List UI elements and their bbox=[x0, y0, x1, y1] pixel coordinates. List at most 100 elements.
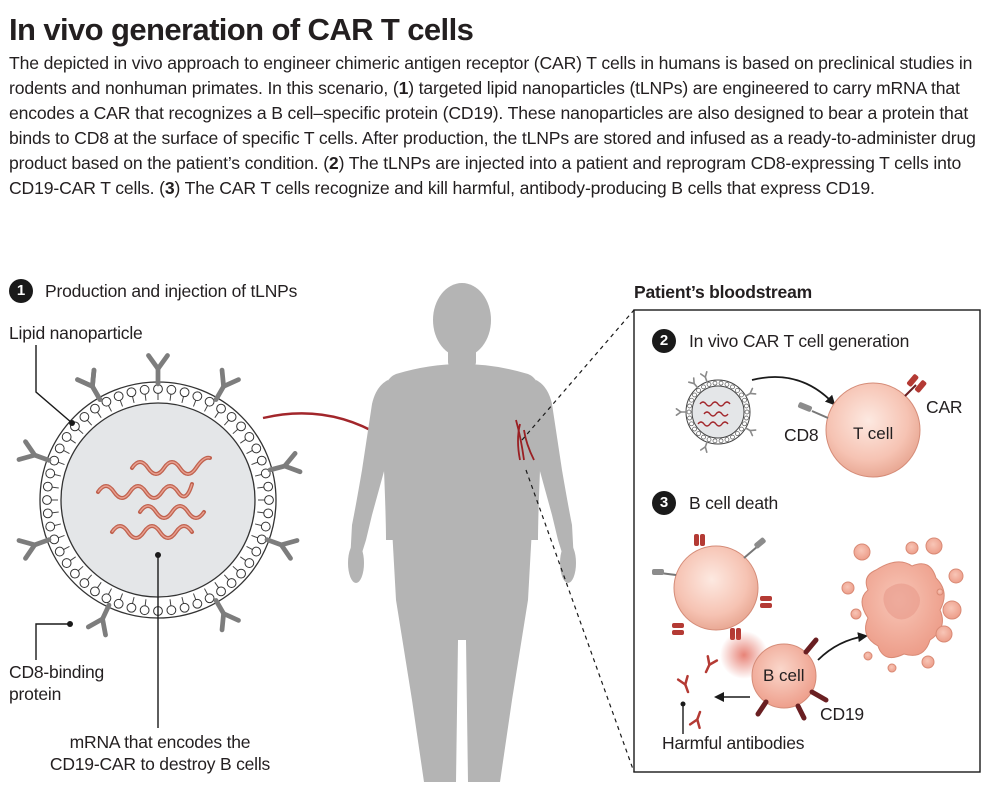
mrna-label-line2: CD19-CAR to destroy B cells bbox=[49, 754, 271, 774]
t-cell-label: T cell bbox=[853, 424, 894, 443]
intro-step-2-ref: 2 bbox=[328, 153, 339, 173]
lipid-head bbox=[236, 568, 246, 579]
small-lipid-head bbox=[744, 403, 749, 409]
cd8-binding-protein bbox=[267, 451, 303, 475]
cd8-receptor bbox=[797, 402, 829, 419]
lipid-head bbox=[79, 412, 90, 422]
small-cd8-binding-protein bbox=[699, 441, 708, 453]
lipid-tail bbox=[144, 393, 147, 401]
lipid-tail bbox=[223, 574, 230, 581]
np-to-tcell-arrow bbox=[751, 376, 836, 406]
debris-inner-shadow bbox=[883, 583, 920, 620]
leader-dot-mrna bbox=[155, 552, 161, 558]
cd8-binding-protein bbox=[213, 598, 241, 633]
cd8-binding-protein bbox=[264, 537, 300, 561]
small-lipid-head bbox=[742, 421, 747, 427]
small-lipid-head bbox=[742, 397, 747, 403]
car-label: CAR bbox=[926, 397, 963, 417]
lipid-tail bbox=[181, 596, 185, 605]
page-title: In vivo generation of CAR T cells bbox=[9, 12, 474, 47]
small-lipid-head bbox=[730, 384, 735, 390]
lipid-tail bbox=[57, 534, 65, 539]
lipid-tail bbox=[53, 473, 62, 477]
lipid-head bbox=[42, 481, 53, 492]
lipid-tail bbox=[169, 599, 172, 607]
small-lipid-head bbox=[696, 431, 701, 436]
step-3-label: B cell death bbox=[689, 493, 779, 513]
cd8-binding-protein bbox=[16, 537, 52, 561]
lipid-tail bbox=[131, 596, 135, 605]
lipid-head bbox=[139, 605, 150, 616]
lipid-tail bbox=[223, 419, 230, 426]
cd19-label: CD19 bbox=[820, 704, 864, 724]
b-cell bbox=[751, 637, 829, 721]
lipid-head bbox=[54, 443, 65, 454]
lipid-tail bbox=[232, 565, 239, 572]
small-lipid-head bbox=[739, 392, 744, 398]
lipid-tail bbox=[257, 511, 265, 514]
lipid-head bbox=[101, 593, 112, 604]
cd8-binding-protein bbox=[213, 367, 241, 402]
small-cd8-binding-protein bbox=[744, 427, 757, 437]
lipid-tail bbox=[246, 546, 253, 551]
lipid-head bbox=[263, 508, 274, 519]
small-lipid-head bbox=[706, 382, 712, 387]
lipid-head bbox=[90, 586, 100, 597]
lipid-head bbox=[166, 384, 177, 395]
lipid-head bbox=[70, 568, 80, 579]
lipid-tail bbox=[86, 574, 93, 581]
lipid-tail bbox=[214, 411, 220, 418]
small-lipid-head bbox=[686, 409, 692, 415]
b-cell-label: B cell bbox=[763, 666, 805, 685]
lipid-head bbox=[251, 443, 262, 454]
harmful-antibody bbox=[688, 710, 702, 730]
lipid-tail bbox=[77, 428, 84, 435]
lipid-head bbox=[54, 546, 65, 557]
lipid-head bbox=[192, 391, 203, 402]
small-lipid-head bbox=[687, 403, 692, 409]
small-lipid-head bbox=[724, 437, 730, 442]
lipid-head bbox=[126, 602, 137, 613]
small-lipid-head bbox=[692, 392, 697, 398]
lipid-tail bbox=[257, 486, 265, 489]
small-cd8-binding-protein bbox=[675, 407, 687, 417]
small-lipid-head bbox=[689, 397, 694, 403]
small-cd8-binding-protein bbox=[744, 387, 757, 397]
lipid-tail bbox=[96, 582, 102, 589]
lipid-head bbox=[45, 468, 56, 479]
lipid-head bbox=[263, 481, 274, 492]
leader-dot-lipid bbox=[69, 420, 75, 426]
lipid-nanoparticle bbox=[16, 353, 303, 638]
lipid-head bbox=[260, 468, 271, 479]
cd8-label: CD8 bbox=[784, 425, 819, 445]
lipid-head bbox=[244, 558, 255, 568]
harmful-antibody bbox=[704, 655, 719, 674]
harmful-antibody bbox=[676, 674, 690, 694]
lipid-tail bbox=[57, 461, 65, 466]
lipid-tail bbox=[204, 405, 209, 412]
lipid-head bbox=[204, 396, 215, 407]
step-3-badge: 3 bbox=[652, 491, 676, 515]
lipid-tail bbox=[51, 511, 59, 514]
lipid-tail bbox=[107, 405, 112, 412]
lipid-head bbox=[113, 598, 124, 609]
small-nanoparticle bbox=[675, 371, 757, 453]
lipid-head bbox=[179, 387, 190, 398]
lipid-tail bbox=[69, 556, 76, 562]
small-lipid-head bbox=[696, 388, 701, 393]
bcell-to-debris-arrow bbox=[817, 632, 868, 661]
small-lipid-head bbox=[687, 415, 692, 421]
lipid-tail bbox=[251, 461, 259, 466]
lipid-head bbox=[204, 593, 215, 604]
lipid-head bbox=[61, 432, 72, 442]
lipid-tail bbox=[63, 449, 70, 454]
cd8-binding-protein bbox=[16, 439, 52, 463]
t-cell bbox=[797, 374, 927, 478]
lipid-head bbox=[79, 578, 90, 588]
lipid-head bbox=[236, 421, 246, 432]
small-lipid-head bbox=[712, 438, 718, 444]
injection-site-veins bbox=[515, 419, 535, 461]
lipid-head bbox=[179, 602, 190, 613]
lipid-head bbox=[126, 387, 137, 398]
lipid-tail bbox=[214, 582, 220, 589]
